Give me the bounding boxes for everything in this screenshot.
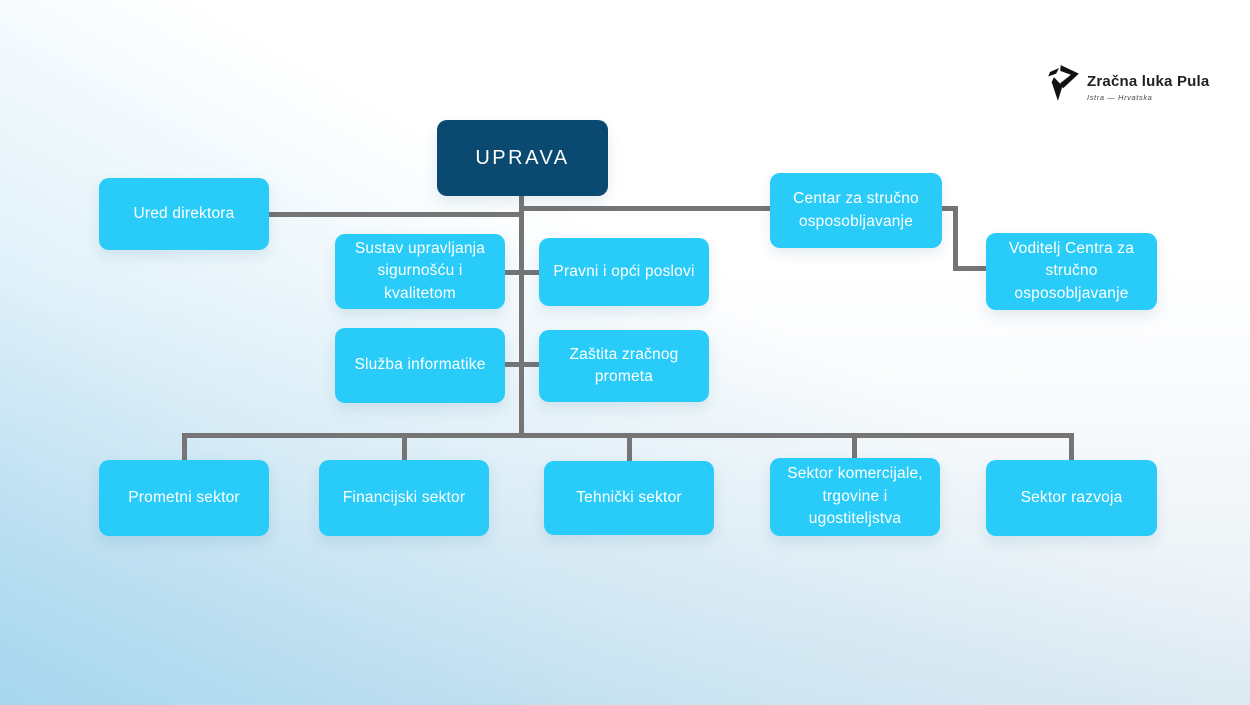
org-node-sustav-upravljanja: Sustav upravljanja sigurnošću i kvalitet… bbox=[335, 234, 505, 309]
logo-title: Zračna luka Pula bbox=[1087, 73, 1210, 90]
connector-centar-voditelj-top bbox=[942, 206, 958, 211]
airport-logo-icon bbox=[1048, 65, 1079, 101]
org-node-sluzba-informatike: Služba informatike bbox=[335, 328, 505, 403]
connector-drop-razvoj bbox=[1069, 433, 1074, 461]
company-logo: Zračna luka Pula Istra — Hrvatska bbox=[1046, 64, 1209, 106]
connector-row1-stub bbox=[505, 270, 539, 275]
org-node-centar-osposobljavanje: Centar za stručno osposobljavanje bbox=[770, 173, 942, 248]
logo-subtitle: Istra — Hrvatska bbox=[1087, 93, 1153, 102]
connector-uprava-vertical bbox=[519, 196, 524, 438]
connector-drop-komercijala bbox=[852, 433, 857, 459]
org-node-uprava: UPRAVA bbox=[437, 120, 608, 196]
org-node-financijski-sektor: Financijski sektor bbox=[319, 460, 489, 536]
connector-row2-stub bbox=[505, 362, 539, 367]
org-node-ured-direktora: Ured direktora bbox=[99, 178, 269, 250]
connector-ured-direktora bbox=[269, 212, 522, 217]
connector-drop-tehnicki bbox=[627, 433, 632, 462]
org-node-pravni-poslovi: Pravni i opći poslovi bbox=[539, 238, 709, 306]
org-node-sektor-razvoja: Sektor razvoja bbox=[986, 460, 1157, 536]
org-node-voditelj-centra: Voditelj Centra za stručno osposobljavan… bbox=[986, 233, 1157, 310]
connector-drop-financijski bbox=[402, 433, 407, 461]
connector-drop-prometni bbox=[182, 433, 187, 461]
connector-centar bbox=[522, 206, 770, 211]
connector-centar-voditelj-vert bbox=[953, 206, 958, 271]
connector-centar-voditelj-bottom bbox=[953, 266, 986, 271]
org-node-zastita-prometa: Zaštita zračnog prometa bbox=[539, 330, 709, 402]
org-node-sektor-komercijale: Sektor komercijale, trgovine i ugostitel… bbox=[770, 458, 940, 536]
logo-text: Zračna luka Pula Istra — Hrvatska bbox=[1087, 73, 1209, 102]
org-node-tehnicki-sektor: Tehnički sektor bbox=[544, 461, 714, 535]
org-node-prometni-sektor: Prometni sektor bbox=[99, 460, 269, 536]
